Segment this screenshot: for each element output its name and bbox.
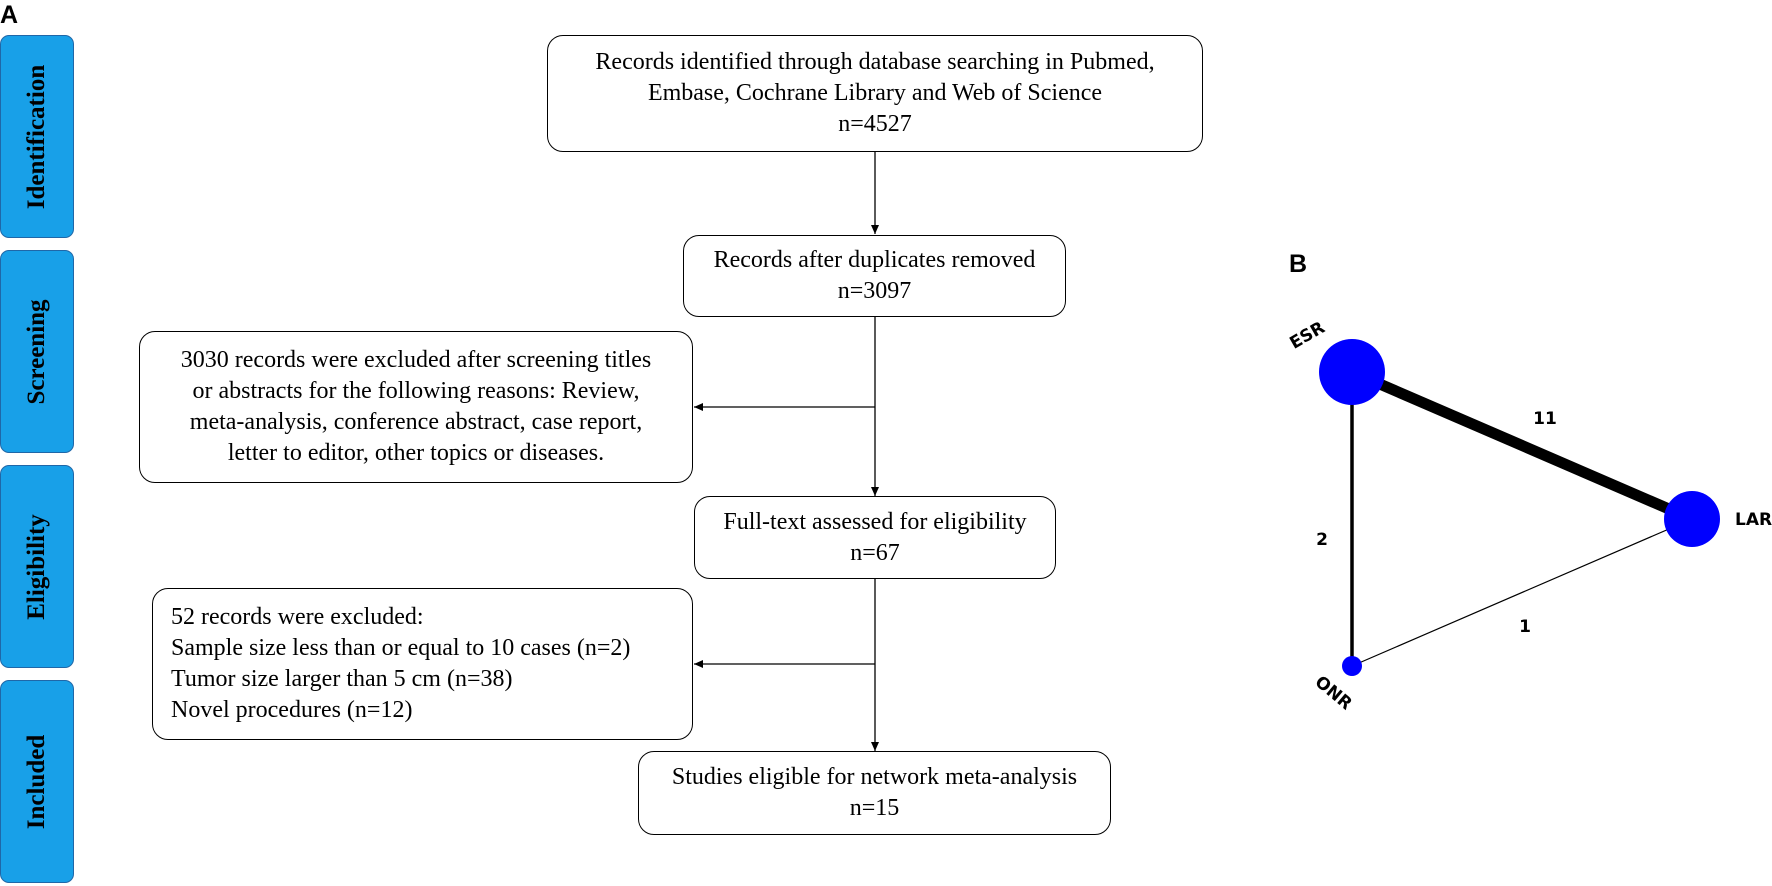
node-lar xyxy=(1664,491,1720,547)
edge-label-onr-lar: 1 xyxy=(1519,617,1531,637)
box-studies-included: Studies eligible for network meta-analys… xyxy=(638,751,1111,835)
stage-screening: Screening xyxy=(0,250,74,453)
edge-label-esr-onr: 2 xyxy=(1316,530,1328,550)
stage-eligibility: Eligibility xyxy=(0,465,74,668)
edge-onr-lar xyxy=(1351,518,1693,667)
node-label-esr: ESR xyxy=(1286,318,1328,354)
box-screening-exclusions: 3030 records were excluded after screeni… xyxy=(139,331,693,483)
node-esr xyxy=(1319,339,1385,405)
stage-included: Included xyxy=(0,680,74,883)
edge-esr-lar xyxy=(1349,366,1695,525)
panel-label-a: A xyxy=(0,1,19,29)
box-full-text-exclusions: 52 records were excluded:Sample size les… xyxy=(152,588,693,740)
panel-label-b: B xyxy=(1289,250,1308,278)
box-records-identified: Records identified through database sear… xyxy=(547,35,1203,152)
node-label-lar: LAR xyxy=(1735,510,1772,530)
node-label-onr: ONR xyxy=(1311,672,1356,714)
stage-identification: Identification xyxy=(0,35,74,238)
edge-label-esr-lar: 11 xyxy=(1533,409,1557,429)
node-onr xyxy=(1342,656,1362,676)
